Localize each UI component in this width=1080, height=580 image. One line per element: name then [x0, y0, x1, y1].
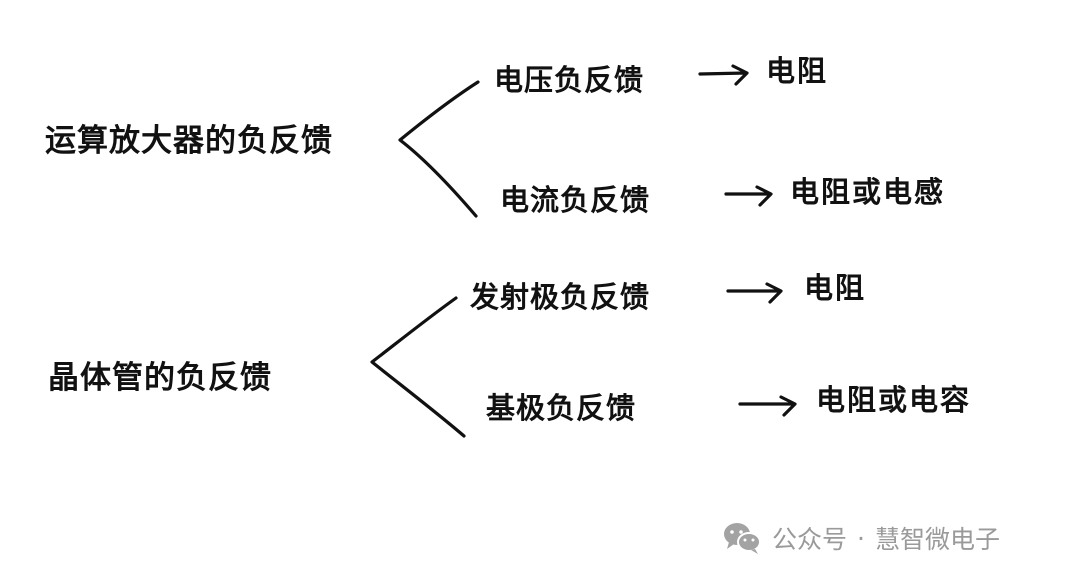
root-label-opamp: 运算放大器的负反馈 [45, 123, 333, 159]
result-label-emitter-feedback: 电阻 [804, 271, 867, 305]
branch-label-voltage-feedback: 电压负反馈 [494, 63, 645, 97]
watermark: 公众号 · 慧智微电子 [722, 518, 1000, 558]
result-label-current-feedback: 电阻或电感 [790, 175, 946, 209]
branch-label-base-feedback: 基极负反馈 [486, 391, 637, 425]
branch-label-emitter-feedback: 发射极负反馈 [470, 280, 651, 314]
branch-label-current-feedback: 电流负反馈 [500, 183, 651, 217]
watermark-account: 慧智微电子 [874, 525, 1000, 554]
wechat-icon [724, 523, 761, 554]
arrow-voltage-feedback [698, 64, 749, 86]
result-label-voltage-feedback: 电阻 [766, 54, 829, 88]
watermark-prefix: 公众号 [772, 525, 848, 554]
watermark-separator: · [857, 523, 865, 553]
bracket-transistor [370, 296, 466, 438]
result-label-base-feedback: 电阻或电容 [816, 383, 972, 417]
root-label-transistor: 晶体管的负反馈 [48, 360, 272, 396]
arrow-base-feedback [738, 395, 797, 417]
arrow-current-feedback [724, 185, 773, 207]
arrow-emitter-feedback [726, 282, 783, 304]
bracket-opamp [398, 80, 480, 218]
